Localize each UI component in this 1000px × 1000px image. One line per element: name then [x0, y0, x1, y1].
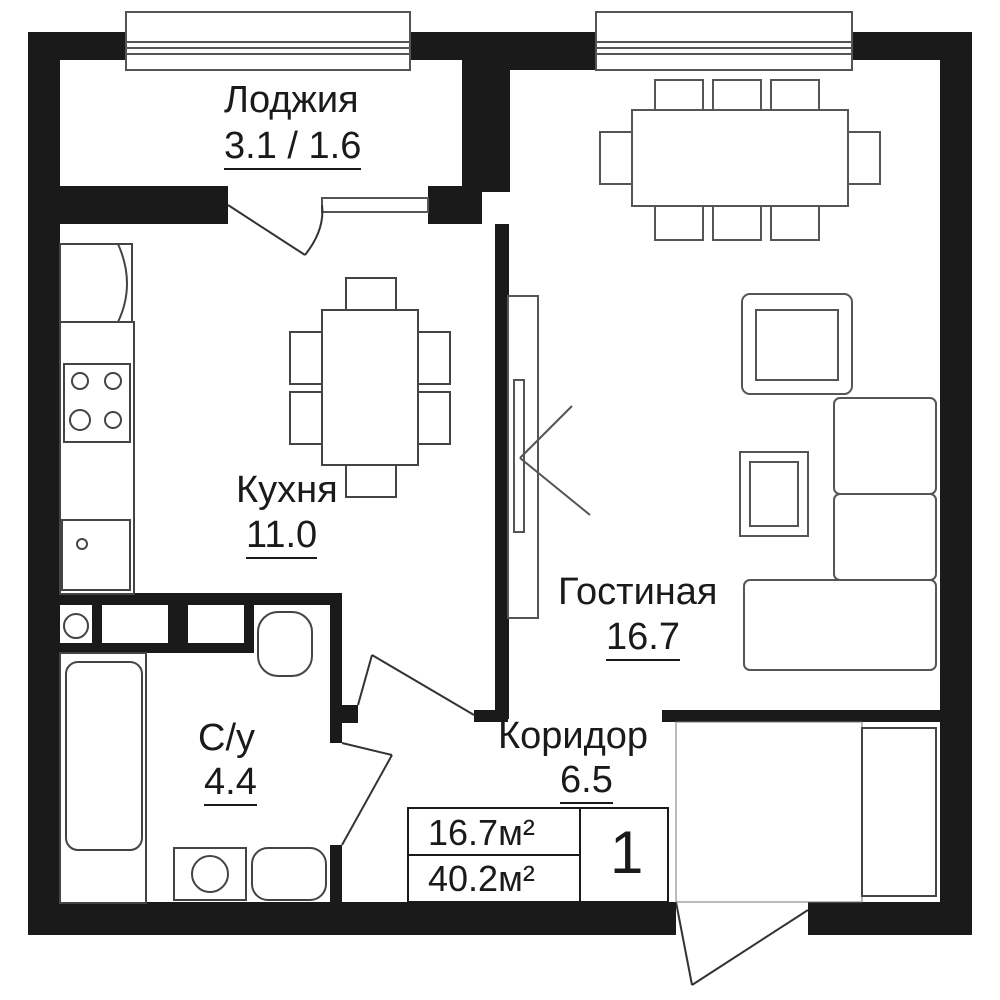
windows	[125, 11, 853, 213]
room-area-bathroom: 4.4	[204, 762, 257, 806]
kitchen-furniture	[59, 243, 451, 595]
doors	[227, 204, 809, 986]
corridor-elements	[675, 721, 937, 903]
room-area-corridor: 6.5	[560, 760, 613, 804]
room-name-loggia: Лоджия	[224, 79, 359, 121]
room-area-kitchen: 11.0	[246, 515, 318, 559]
room-area-living: 16.7	[606, 617, 680, 661]
room-name-bathroom: С/у	[198, 717, 255, 759]
bathroom-fixtures	[59, 611, 327, 904]
room-name-corridor: Коридор	[498, 715, 649, 757]
living-furniture	[507, 79, 937, 671]
room-name-living: Гостиная	[558, 571, 718, 613]
room-name-kitchen: Кухня	[236, 469, 338, 511]
total-area-value: 40.2м²	[428, 858, 535, 899]
room-area-loggia: 3.1 / 1.6	[224, 126, 362, 170]
summary-box	[407, 807, 669, 903]
living-area-value: 16.7м²	[428, 812, 535, 853]
walls	[28, 32, 972, 935]
rooms-count: 1	[610, 819, 644, 886]
